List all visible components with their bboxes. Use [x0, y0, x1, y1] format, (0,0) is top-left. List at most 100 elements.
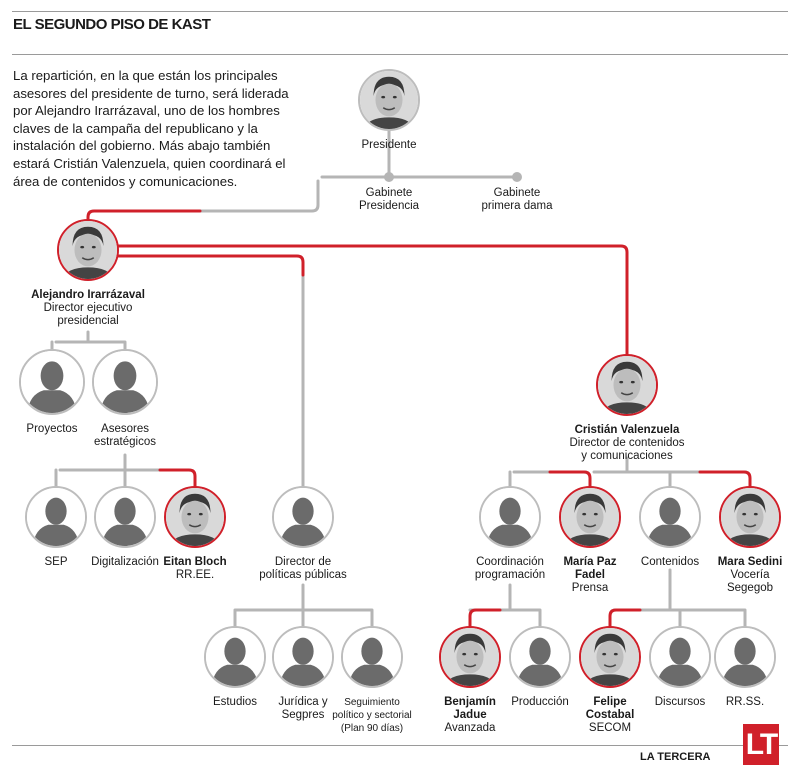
placeholder-avatar: [479, 486, 541, 548]
silhouette-icon: [27, 488, 85, 546]
title-rule: [12, 54, 788, 55]
placeholder-avatar: [204, 626, 266, 688]
logo-text: LT: [745, 728, 778, 761]
gabinete-text: Gabinete: [493, 187, 541, 199]
node-label: Estudios: [170, 696, 300, 709]
person-name: Felipe Costabal: [585, 696, 635, 721]
person-name: María Paz Fadel: [563, 556, 617, 581]
silhouette-icon: [274, 488, 332, 546]
role-text: Estudios: [212, 696, 258, 708]
silhouette-icon: [716, 628, 774, 686]
node-label: Presidente: [324, 139, 454, 152]
placeholder-avatar: [25, 486, 87, 548]
role-text: políticas públicas: [259, 569, 347, 581]
person-name: Mara Sedini: [717, 556, 783, 568]
portrait: [579, 626, 641, 688]
role-text: Avanzada: [444, 722, 496, 734]
portrait: [439, 626, 501, 688]
gab-presidencia-dot: [384, 172, 394, 182]
node-label: Digitalización: [60, 556, 190, 569]
role-text: Segpres: [281, 709, 325, 721]
role-text: Segegob: [726, 582, 774, 594]
node-label: Producción: [475, 696, 605, 709]
silhouette-icon: [641, 488, 699, 546]
page-title: EL SEGUNDO PISO DE KAST: [13, 16, 211, 33]
gabinete-text: primera dama: [481, 200, 553, 212]
portrait-photo: [581, 628, 639, 686]
node-label: SEP: [0, 556, 121, 569]
role-text: y comunicaciones: [581, 450, 673, 462]
portrait-photo: [360, 71, 418, 129]
placeholder-avatar: [649, 626, 711, 688]
portrait-photo: [598, 356, 656, 414]
placeholder-avatar: [92, 349, 158, 415]
role-text: RR.SS.: [725, 696, 765, 708]
placeholder-avatar: [19, 349, 85, 415]
portrait: [164, 486, 226, 548]
role-text: Presidente: [361, 139, 417, 151]
person-name: Cristián Valenzuela: [574, 424, 680, 436]
portrait-photo: [441, 628, 499, 686]
placeholder-avatar: [509, 626, 571, 688]
brand-name: LA TERCERA: [640, 751, 711, 763]
role-text: Vocería: [730, 569, 770, 581]
silhouette-icon: [274, 628, 332, 686]
la-tercera-logo: LT: [743, 724, 779, 765]
portrait: [596, 354, 658, 416]
placeholder-avatar: [272, 486, 334, 548]
role-text: (Plan 90 días): [340, 723, 404, 734]
placeholder-avatar: [272, 626, 334, 688]
gabinete-text: Gabinete: [365, 187, 413, 199]
placeholder-avatar: [94, 486, 156, 548]
silhouette-icon: [94, 351, 156, 413]
role-text: Director de: [274, 556, 332, 568]
role-text: Asesores: [101, 423, 149, 435]
role-text: presidencial: [57, 315, 119, 327]
role-text: Digitalización: [91, 556, 159, 568]
role-text: Contenidos: [640, 556, 700, 568]
gabinete-text: Presidencia: [358, 200, 420, 212]
role-text: Producción: [511, 696, 569, 708]
person-name: Eitan Bloch: [163, 556, 227, 568]
role-text: Coordinación: [476, 556, 544, 568]
top-rule: [12, 11, 788, 12]
silhouette-icon: [481, 488, 539, 546]
bottom-rule: [12, 745, 788, 746]
role-text: Prensa: [571, 582, 609, 594]
portrait-photo: [561, 488, 619, 546]
silhouette-icon: [511, 628, 569, 686]
role-text: Director de contenidos: [569, 437, 685, 449]
role-text: SECOM: [588, 722, 632, 734]
role-text: programación: [474, 569, 546, 581]
placeholder-avatar: [639, 486, 701, 548]
placeholder-avatar: [714, 626, 776, 688]
silhouette-icon: [343, 628, 401, 686]
role-text: Seguimiento: [344, 697, 400, 708]
portrait: [719, 486, 781, 548]
person-name: Alejandro Irarrázaval: [31, 289, 145, 301]
role-text: Director ejecutivo: [43, 302, 133, 314]
role-text: SEP: [44, 556, 68, 568]
portrait-photo: [721, 488, 779, 546]
portrait-photo: [59, 221, 117, 279]
role-text: RR.EE.: [175, 569, 215, 581]
role-text: Jurídica y: [278, 696, 328, 708]
portrait: [559, 486, 621, 548]
role-text: Proyectos: [26, 423, 78, 435]
node-label: RR.SS.: [680, 696, 800, 709]
node-label: Contenidos: [605, 556, 735, 569]
person-name: Benjamín Jadue: [444, 696, 496, 721]
